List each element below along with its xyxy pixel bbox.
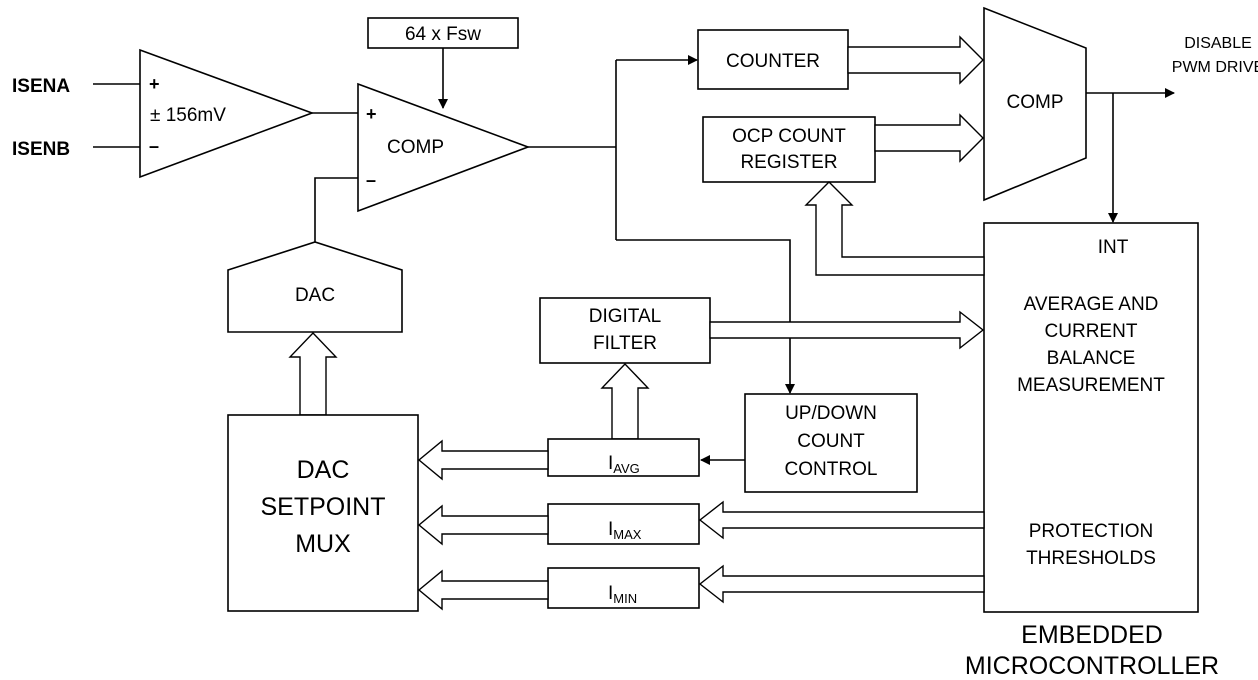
ocp-label-line-1: OCP COUNT: [732, 126, 846, 147]
mcu-int-label: INT: [1098, 237, 1129, 258]
amplifier-range-label: ± 156mV: [150, 105, 226, 126]
output-comparator: [983, 6, 1087, 202]
mcu-to-ocp-bus: [804, 181, 985, 276]
ocp-to-comp-bus: [874, 113, 984, 163]
filter-to-mcu-bus: [709, 310, 985, 350]
iavg-to-filter-bus: [600, 362, 650, 440]
current-comparator: [357, 82, 531, 213]
mux-label-line-1: DAC: [297, 456, 350, 484]
comparator-minus-sign: –: [366, 170, 376, 190]
mcu-caption-line-2: MICROCONTROLLER: [965, 652, 1219, 680]
mux-to-dac-bus: [288, 331, 338, 416]
iavg-to-mux-bus: [417, 439, 549, 481]
ocp-count-register: [702, 116, 876, 183]
dac-to-comp-wire: [314, 177, 358, 243]
counter-to-comp-bus: [847, 35, 984, 85]
mcu-to-imax-bus: [698, 500, 985, 540]
updown-label-line-1: UP/DOWN: [785, 403, 877, 424]
imin-label: IMIN: [608, 583, 637, 606]
amplifier-minus-sign: –: [149, 136, 159, 156]
dac-label: DAC: [295, 285, 335, 306]
mcu-thresholds-line-1: PROTECTION: [1029, 521, 1154, 542]
filter-label-line-1: DIGITAL: [589, 306, 662, 327]
mux-label-line-2: SETPOINT: [260, 493, 385, 521]
mcu-measurement-line-2: CURRENT: [1045, 321, 1138, 342]
clock-box: [367, 17, 519, 49]
sense-amplifier: [139, 48, 315, 179]
imax-to-mux-bus: [417, 504, 549, 546]
mcu-thresholds-line-2: THRESHOLDS: [1026, 548, 1156, 569]
mcu-caption-line-1: EMBEDDED: [1021, 621, 1163, 649]
imin-to-mux-bus: [417, 569, 549, 611]
amplifier-plus-sign: +: [149, 74, 160, 94]
output-label-line-2: PWM DRIVE: [1172, 59, 1258, 76]
comp-to-updown-wire: [616, 239, 795, 394]
filter-label-line-2: FILTER: [593, 333, 657, 354]
iavg-label: IAVG: [608, 453, 640, 476]
imax-label: IMAX: [608, 519, 642, 542]
mcu-measurement-line-4: MEASUREMENT: [1017, 375, 1165, 396]
isenb-label: ISENB: [12, 139, 70, 160]
counter-block: [697, 29, 849, 90]
updown-label-line-3: CONTROL: [785, 459, 878, 480]
comparator-label: COMP: [387, 137, 444, 158]
imin-register: [547, 567, 700, 609]
clock-label: 64 x Fsw: [405, 24, 481, 45]
dac-setpoint-mux: [227, 414, 419, 612]
updown-label-line-2: COUNT: [797, 431, 865, 452]
isena-label: ISENA: [12, 76, 70, 97]
dac-block: [227, 241, 403, 333]
counter-label: COUNTER: [726, 51, 820, 72]
iavg-register: [547, 438, 700, 477]
output-label-line-1: DISABLE: [1184, 35, 1252, 52]
embedded-microcontroller: [983, 222, 1199, 613]
output-comp-label: COMP: [1007, 92, 1064, 113]
comparator-plus-sign: +: [366, 104, 377, 124]
mcu-measurement-line-1: AVERAGE AND: [1024, 294, 1159, 315]
mux-label-line-3: MUX: [295, 530, 351, 558]
mcu-measurement-line-3: BALANCE: [1047, 348, 1136, 369]
mcu-to-imin-bus: [698, 564, 985, 604]
ocp-label-line-2: REGISTER: [740, 152, 837, 173]
updown-count-control: [744, 393, 918, 493]
